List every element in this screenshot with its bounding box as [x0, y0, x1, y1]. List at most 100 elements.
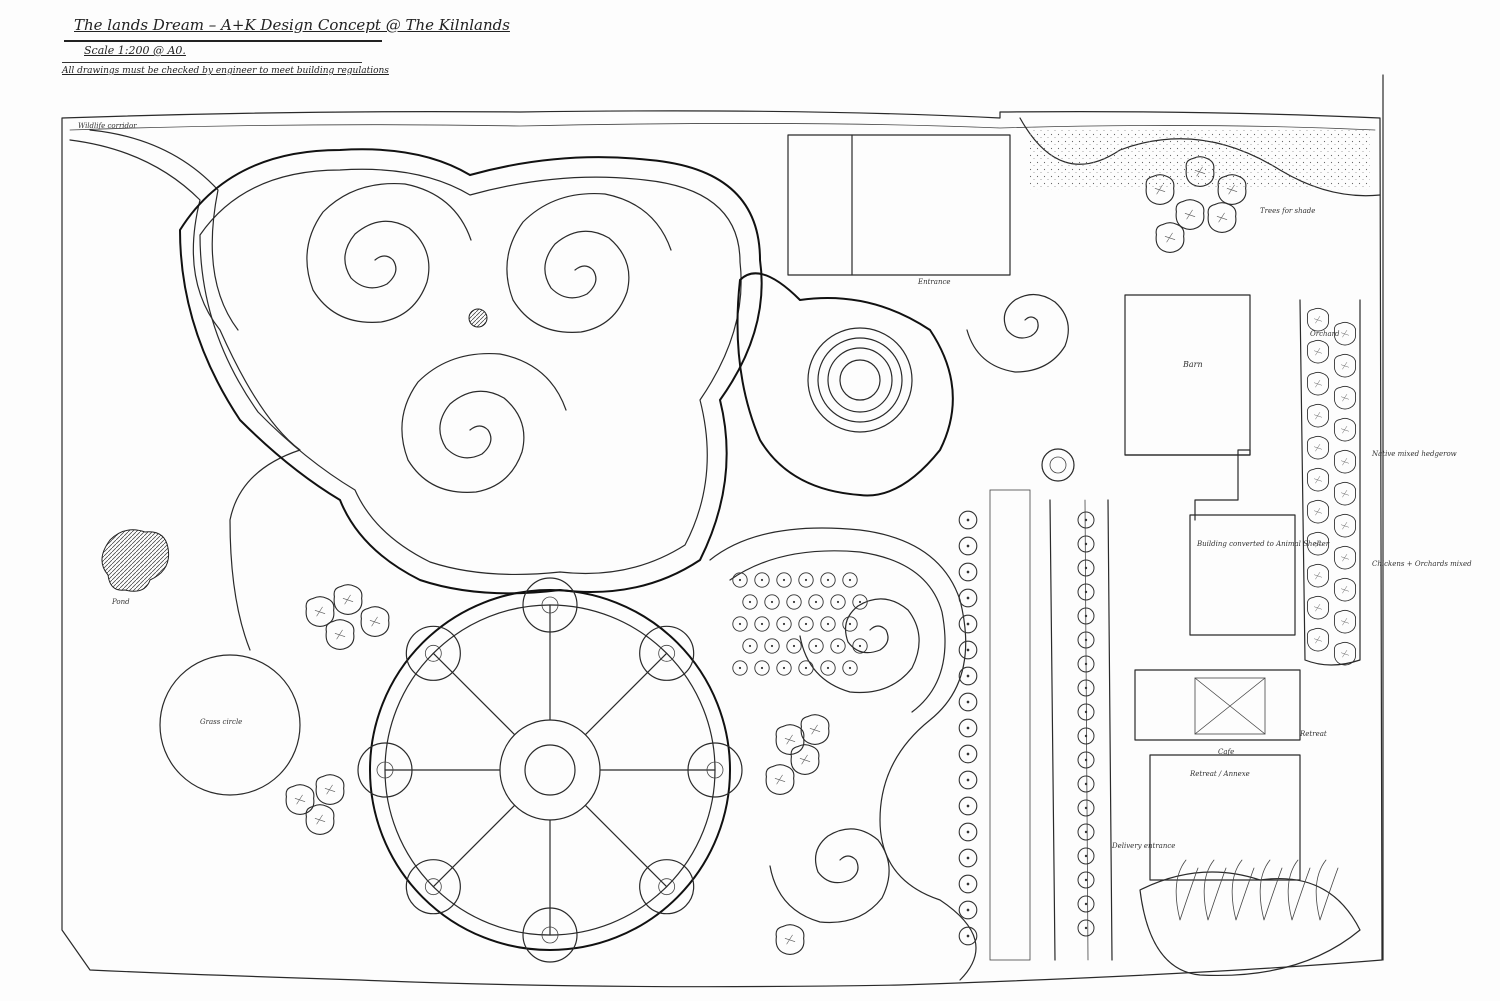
parterre-inner: [1194, 677, 1266, 735]
orchard-edge: [1299, 299, 1361, 666]
spiral-center: [799, 598, 920, 694]
meander-path: [709, 527, 977, 981]
label-wildlife-corridor: Wildlife corridor: [78, 122, 137, 130]
grid-paving: [989, 489, 1031, 961]
central-avenue-edge-right: [1107, 499, 1113, 961]
amphitheatre-ring-1: [807, 327, 913, 433]
orchard-tree: [1333, 417, 1357, 442]
wheel-pod-center: [424, 878, 442, 896]
label-pond: Pond: [112, 598, 130, 606]
wheel-pod-center: [706, 761, 724, 779]
avenue-tree: [1077, 751, 1095, 769]
meander-shrub: [776, 572, 792, 588]
meander-shrub: [786, 594, 802, 610]
shade-tree: [315, 774, 345, 806]
wheel-pod-center: [424, 644, 442, 662]
orchard-tree: [1333, 481, 1357, 506]
avenue-trees: [1077, 511, 1095, 937]
orchard-tree: [1306, 467, 1330, 492]
orchard-tree: [1306, 371, 1330, 396]
hedge-shrub: [958, 874, 978, 894]
wheel-pod: [522, 577, 578, 633]
hedge-shrub: [958, 822, 978, 842]
grass-circle: [159, 654, 301, 796]
avenue-tree: [1077, 799, 1095, 817]
orchard-tree: [1333, 385, 1357, 410]
wheel-spokes: [384, 604, 716, 936]
central-avenue-edge-left: [1049, 499, 1056, 961]
label-native-hedgerow: Native mixed hedgerow: [1372, 450, 1457, 458]
retreat-building: [1149, 754, 1301, 881]
wheel-pod: [357, 742, 413, 798]
meander-shrub: [732, 660, 748, 676]
parterre: [1134, 669, 1301, 741]
meander-shrub: [830, 638, 846, 654]
label-entrance: Entrance: [918, 278, 951, 286]
wheel-spoke: [432, 804, 516, 888]
spiral-2: [506, 192, 672, 333]
barn-building: [1124, 294, 1251, 456]
label-retreat-annexe: Retreat / Annexe: [1190, 770, 1250, 778]
spiral-garden-tree: [468, 308, 488, 328]
meander-shrub: [798, 572, 814, 588]
avenue-tree: [1077, 823, 1095, 841]
shade-tree: [790, 744, 820, 776]
hedge-shrub: [958, 562, 978, 582]
avenue-tree: [1077, 535, 1095, 553]
wheel-garden-outer: [369, 589, 731, 951]
shade-tree: [333, 584, 363, 616]
wheel-pod: [405, 625, 461, 681]
avenue-tree: [1077, 559, 1095, 577]
animal-shelter-building: [1189, 514, 1296, 636]
meander-shrub: [732, 572, 748, 588]
spiral-1: [306, 182, 472, 323]
orchard-tree: [1306, 339, 1330, 364]
meander-shrub: [754, 616, 770, 632]
wheel-spoke: [584, 652, 668, 736]
fern-fan: [1231, 859, 1255, 921]
corridor-stipple: [1030, 130, 1370, 190]
hedge-shrub: [958, 744, 978, 764]
wheel-pods: [357, 577, 743, 963]
meander-shrub: [732, 616, 748, 632]
wheel-pod: [639, 859, 695, 915]
avenue-tree: [1077, 895, 1095, 913]
meander-shrub: [820, 572, 836, 588]
hedge-shrub: [958, 666, 978, 686]
amphitheatre-ring-2: [817, 337, 903, 423]
avenue-tree: [1077, 511, 1095, 529]
meander-shrub: [820, 660, 836, 676]
amphitheatre-ring-3: [827, 347, 893, 413]
spiral-garden-outline: [178, 148, 763, 595]
orchard-tree: [1306, 627, 1330, 652]
meander-shrub: [754, 660, 770, 676]
orchard-tree: [1333, 449, 1357, 474]
barn-annex: [1124, 449, 1251, 521]
orchard-tree: [1333, 545, 1357, 570]
drawing-scale: Scale 1:200 @ A0.: [84, 44, 186, 57]
spiral-garden-inner: [199, 168, 742, 576]
site-boundary-wobble: [69, 123, 1376, 131]
hedge-shrub: [958, 588, 978, 608]
wheel-pod-center: [541, 926, 559, 944]
meander-shrub: [776, 660, 792, 676]
meander-shrub: [754, 572, 770, 588]
avenue-tree: [1077, 871, 1095, 889]
meander-shrub: [830, 594, 846, 610]
meander-shrub: [798, 616, 814, 632]
scale-underline: [62, 62, 362, 63]
building-top-left: [787, 134, 1011, 276]
label-orchard: Orchard: [1310, 330, 1340, 338]
meander-shrubs: [732, 572, 868, 676]
parterre-cross-2: [1194, 677, 1266, 735]
fern-fan: [1259, 859, 1283, 921]
shade-tree: [775, 724, 805, 756]
meander-shrub: [842, 660, 858, 676]
hedge-shrub: [958, 900, 978, 920]
hedge-shrub: [958, 848, 978, 868]
spiral-3: [401, 352, 567, 493]
central-avenue-axis: [1084, 499, 1089, 961]
site-boundary: [61, 110, 1383, 988]
